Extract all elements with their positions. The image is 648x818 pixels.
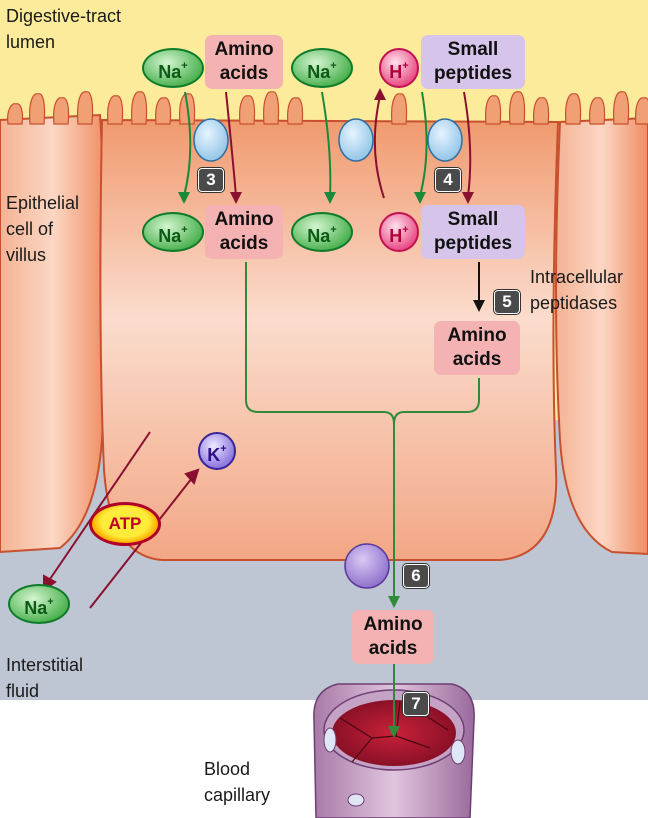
step-3-badge: 3: [198, 168, 224, 192]
amino-acid-flow: [245, 262, 480, 730]
step-5-badge: 5: [494, 290, 520, 314]
peptidase-arrowhead: [473, 300, 485, 312]
neighbor-cell-left: [0, 113, 108, 554]
h-ion-cell: H+: [379, 212, 419, 252]
flow-arrowhead-7: [388, 726, 400, 738]
peptidase-label: Intracellular peptidases: [530, 267, 624, 313]
lumen-label: Digestive-tract lumen: [6, 6, 122, 52]
step-7-badge: 7: [403, 692, 429, 716]
amino-acids-after-peptidase: Amino acids: [434, 321, 520, 375]
cotransporter-aa: [193, 118, 229, 162]
apical-arrows: [183, 91, 472, 199]
cotransporter-peptide: [427, 118, 463, 162]
na-ion-lumen-1: Na+: [142, 48, 204, 88]
amino-acids-cell: Amino acids: [205, 205, 283, 259]
epithelial-label: Epithelial cell of villus: [6, 193, 80, 265]
step-4-badge: 4: [435, 168, 461, 192]
neighbor-cell-right: [555, 116, 648, 556]
small-peptides-cell: Small peptides: [421, 205, 525, 259]
small-peptides-lumen: Small peptides: [421, 35, 525, 89]
apical-arrowheads: [178, 88, 474, 204]
amino-acids-interstitial: Amino acids: [352, 610, 434, 664]
na-ion-cell-1: Na+: [142, 212, 204, 252]
na-ion-interstitial: Na+: [8, 584, 70, 624]
exchanger-na-h: [338, 118, 374, 162]
step-6-badge: 6: [403, 564, 429, 588]
flow-arrowhead-6: [388, 596, 400, 608]
na-ion-cell-2: Na+: [291, 212, 353, 252]
atp-badge: ATP: [89, 502, 161, 546]
interstitial-label: Interstitial fluid: [6, 655, 84, 701]
k-ion: K+: [198, 432, 236, 470]
capillary-label: Blood capillary: [204, 759, 271, 805]
basolateral-carrier: [344, 543, 390, 589]
na-ion-lumen-2: Na+: [291, 48, 353, 88]
amino-acids-lumen: Amino acids: [205, 35, 283, 89]
h-ion-lumen: H+: [379, 48, 419, 88]
